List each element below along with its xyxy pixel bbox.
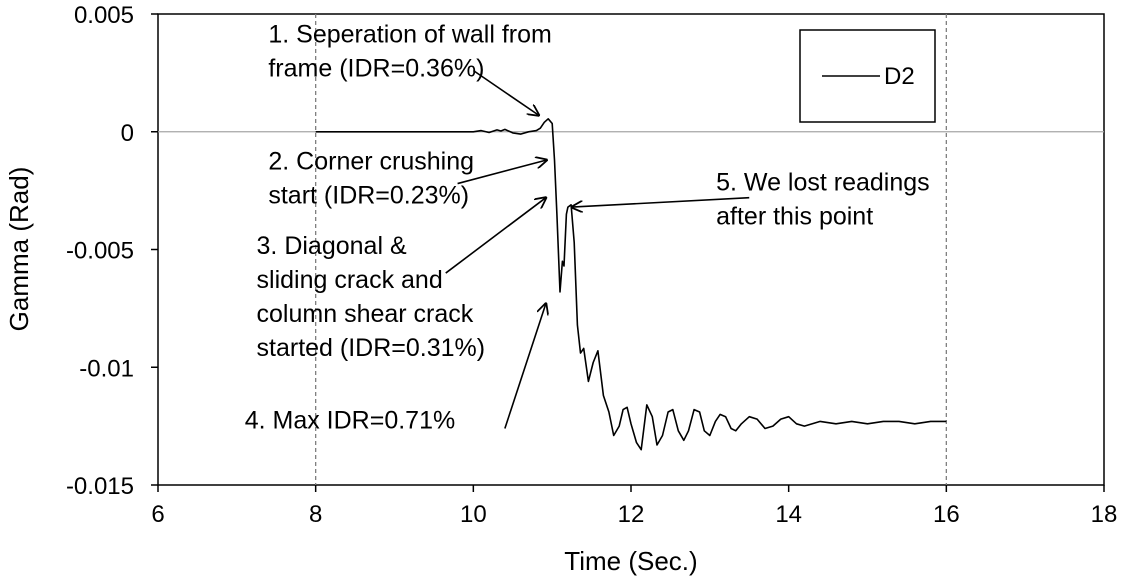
y-tick-label-2: -0.005: [66, 238, 134, 265]
x-tick-label-2: 10: [460, 501, 487, 528]
annotation-line-5-2: after this point: [716, 203, 873, 231]
annotation-line-1-1: 1. Seperation of wall from: [268, 20, 551, 48]
annotation-line-4-1: 4. Max IDR=0.71%: [245, 406, 456, 434]
annotation-arrow-2: [457, 160, 547, 185]
x-tick-label-6: 18: [1091, 501, 1118, 528]
legend-label-d2: D2: [884, 63, 915, 90]
annotation-text-4: 4. Max IDR=0.71%: [245, 406, 456, 434]
annotation-text-2: 2. Corner crushing start (IDR=0.23%): [268, 147, 474, 209]
annotation-text-1: 1. Seperation of wall from frame (IDR=0.3…: [268, 20, 551, 82]
y-tick-label-1: 0: [121, 120, 134, 147]
x-axis-title: Time (Sec.): [564, 546, 697, 576]
x-tick-label-3: 12: [618, 501, 645, 528]
annotation-line-3-4: started (IDR=0.31%): [257, 334, 486, 362]
annotation-text-3: 3. Diagonal & sliding crack and column she…: [257, 232, 486, 362]
x-tick-label-0: 6: [151, 501, 164, 528]
y-tick-label-4: -0.015: [66, 473, 134, 500]
annotation-line-2-2: start (IDR=0.23%): [268, 181, 469, 209]
annotation-line-5-1: 5. We lost readings: [716, 169, 930, 197]
annotation-arrow-3: [445, 198, 546, 274]
annotations: 1. Seperation of wall from frame (IDR=0.3…: [245, 20, 930, 434]
y-axis-title: Gamma (Rad): [4, 167, 34, 332]
annotation-text-5: 5. We lost readings after this point: [716, 169, 930, 231]
x-tick-label-1: 8: [309, 501, 322, 528]
x-tick-label-5: 16: [933, 501, 960, 528]
reference-lines: [158, 14, 1104, 485]
annotation-line-3-1: 3. Diagonal &: [257, 232, 407, 260]
annotation-line-3-2: sliding crack and: [257, 266, 443, 294]
annotation-line-3-3: column shear crack: [257, 300, 474, 328]
annotation-arrow-1: [472, 69, 538, 116]
annotation-arrow-5: [572, 196, 750, 207]
series-group: [315, 118, 947, 451]
annotation-arrow-4: [504, 304, 546, 429]
axis-ticks: 6 8 10 12 14 16 18 0.005 0 -0.005 -0.01 -0.015: [66, 2, 1117, 528]
series-line-d2: [315, 118, 947, 451]
annotation-line-2-1: 2. Corner crushing: [268, 147, 474, 175]
annotation-line-1-2: frame (IDR=0.36%): [268, 54, 484, 82]
legend: D2: [799, 29, 936, 123]
x-tick-label-4: 14: [775, 501, 802, 528]
y-tick-label-0: 0.005: [74, 2, 134, 29]
y-tick-label-3: -0.01: [79, 355, 134, 382]
